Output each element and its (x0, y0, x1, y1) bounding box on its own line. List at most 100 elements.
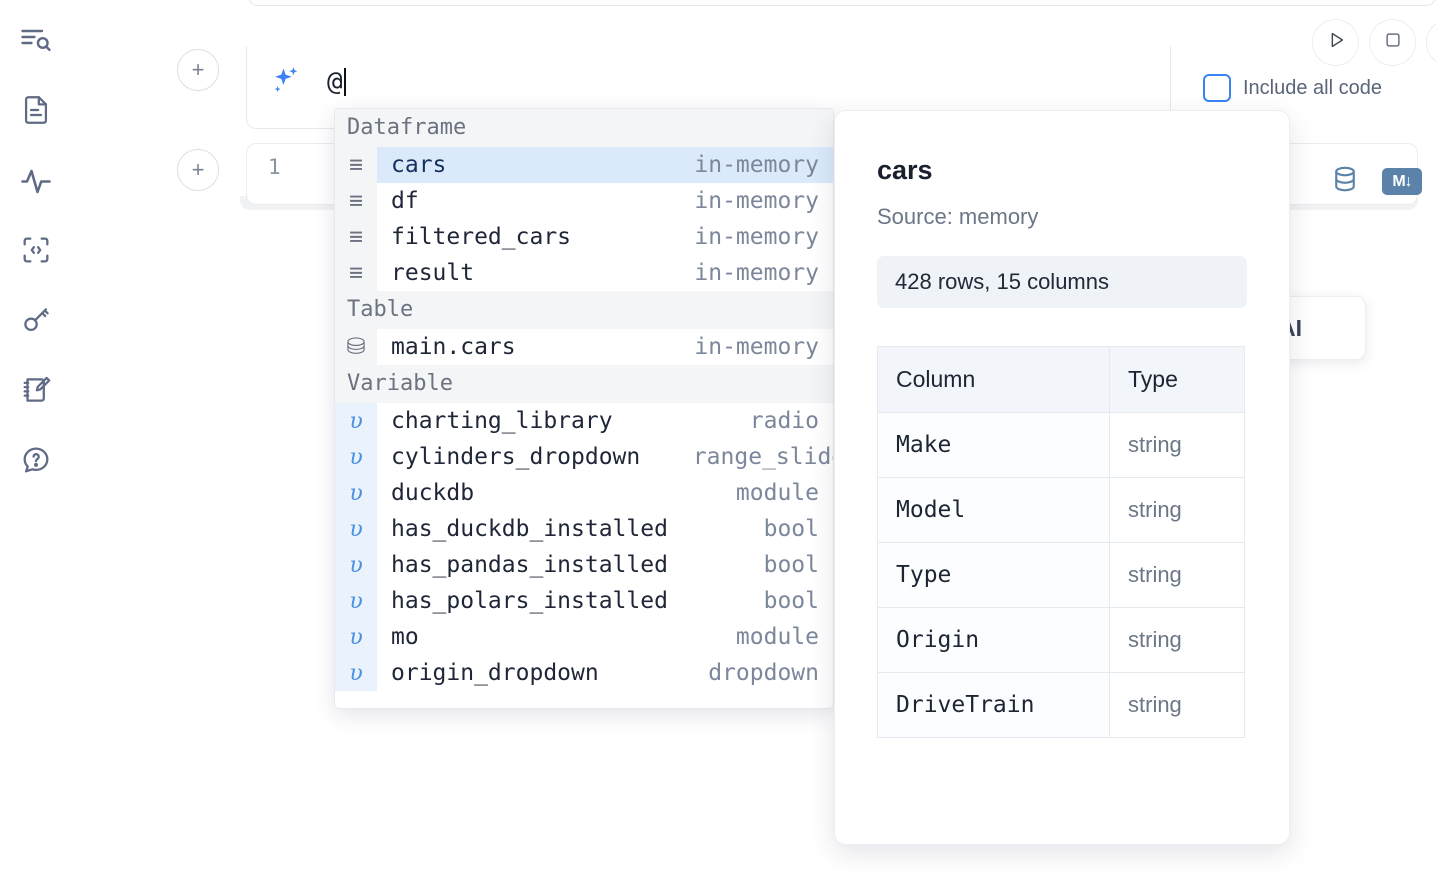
doc-header-type: Type (1109, 346, 1245, 413)
autocomplete-item[interactable]: υ has_duckdb_installed bool (335, 511, 833, 547)
sparkle-ai-icon (269, 64, 303, 98)
include-all-code-label: Include all code (1243, 76, 1382, 99)
doc-column-name: DriveTrain (877, 672, 1110, 738)
sidebar-item-scratchpad[interactable] (14, 366, 58, 414)
markdown-icon[interactable]: M↓ (1382, 168, 1422, 195)
sidebar-item-snippets[interactable] (14, 226, 58, 274)
doc-title: cars (877, 155, 933, 185)
dataframe-kind-icon: ≡ (335, 255, 377, 291)
table-kind-icon: ⛁ (335, 329, 377, 365)
autocomplete-item-name: filtered_cars (391, 224, 572, 250)
include-all-code-checkbox[interactable] (1203, 74, 1231, 102)
autocomplete-item-name: mo (391, 624, 419, 650)
variable-kind-icon: υ (335, 403, 377, 439)
variable-kind-icon: υ (335, 511, 377, 547)
add-cell-button-top[interactable]: + (177, 49, 219, 91)
dataframe-kind-icon: ≡ (335, 183, 377, 219)
autocomplete-item-name: has_pandas_installed (391, 552, 668, 578)
sidebar-item-secrets[interactable] (14, 296, 58, 344)
cell-action-icons: M↓ (1330, 164, 1422, 199)
variable-kind-icon: υ (335, 583, 377, 619)
left-sidebar (0, 0, 72, 874)
autocomplete-item-name: has_duckdb_installed (391, 516, 668, 542)
autocomplete-item-meta: bool (763, 552, 819, 578)
markdown-arrow: ↓ (1404, 172, 1413, 190)
ai-prompt-input[interactable]: @ (327, 68, 346, 96)
variable-kind-icon: υ (335, 619, 377, 655)
autocomplete-item-name: cars (391, 152, 447, 178)
autocomplete-item-name: main.cars (391, 334, 516, 360)
doc-column-type: string (1109, 477, 1245, 543)
autocomplete-item-name: result (391, 260, 475, 286)
dataframe-kind-icon: ≡ (335, 147, 377, 183)
sidebar-item-help[interactable] (14, 436, 58, 484)
run-controls (1312, 19, 1436, 66)
autocomplete-item-meta: bool (763, 516, 819, 542)
key-icon (19, 303, 53, 337)
autocomplete-item-meta: in-memory (694, 334, 819, 360)
outline-search-icon (18, 22, 54, 58)
sidebar-item-variables[interactable] (14, 156, 58, 204)
autocomplete-item[interactable]: ⛁ main.cars in-memory (335, 329, 833, 365)
add-cell-button-bottom[interactable]: + (177, 149, 219, 191)
doc-column-type: string (1109, 542, 1245, 608)
chat-question-icon (19, 443, 53, 477)
markdown-letter: M (1392, 172, 1405, 190)
stop-icon (1383, 30, 1403, 55)
autocomplete-item-meta: bool (763, 588, 819, 614)
autocomplete-section-header: Variable (335, 365, 833, 403)
doc-column-name: Make (877, 412, 1110, 478)
activity-pulse-icon (18, 162, 54, 198)
doc-column-name: Origin (877, 607, 1110, 673)
doc-table-header-row: Column Type (877, 346, 1245, 413)
dataframe-kind-icon: ≡ (335, 219, 377, 255)
doc-header-column: Column (877, 346, 1110, 413)
stop-cell-button[interactable] (1369, 19, 1416, 66)
doc-column-type: string (1109, 412, 1245, 478)
doc-source: Source: memory (877, 204, 1039, 229)
sidebar-item-files[interactable] (14, 86, 58, 134)
autocomplete-item[interactable]: υ origin_dropdown dropdown (335, 655, 833, 691)
doc-shape-badge: 428 rows, 15 columns (877, 256, 1247, 308)
play-icon (1325, 29, 1347, 56)
document-icon (19, 93, 53, 127)
code-brackets-icon (19, 233, 53, 267)
autocomplete-item-meta: module (735, 624, 819, 650)
doc-column-name: Model (877, 477, 1110, 543)
doc-column-type: string (1109, 672, 1245, 738)
autocomplete-section-header: Dataframe (335, 109, 833, 147)
autocomplete-item-meta: radio (749, 408, 819, 434)
autocomplete-item-meta: module (735, 480, 819, 506)
text-caret (343, 68, 346, 96)
database-icon[interactable] (1330, 164, 1360, 199)
autocomplete-item-meta: in-memory (694, 152, 819, 178)
variable-kind-icon: υ (335, 439, 377, 475)
run-cell-button[interactable] (1312, 19, 1359, 66)
autocomplete-item-meta: range_slider (692, 444, 833, 470)
sidebar-item-outline[interactable] (14, 16, 58, 64)
autocomplete-item-meta: dropdown (708, 660, 819, 686)
more-actions-button[interactable] (1426, 19, 1436, 66)
include-all-code-toggle[interactable]: Include all code (1203, 74, 1382, 102)
autocomplete-item[interactable]: ≡ cars in-memory (335, 147, 833, 183)
autocomplete-item-meta: in-memory (694, 188, 819, 214)
autocomplete-item-name: origin_dropdown (391, 660, 599, 686)
variable-kind-icon: υ (335, 655, 377, 691)
code-line-number: 1 (268, 155, 281, 179)
